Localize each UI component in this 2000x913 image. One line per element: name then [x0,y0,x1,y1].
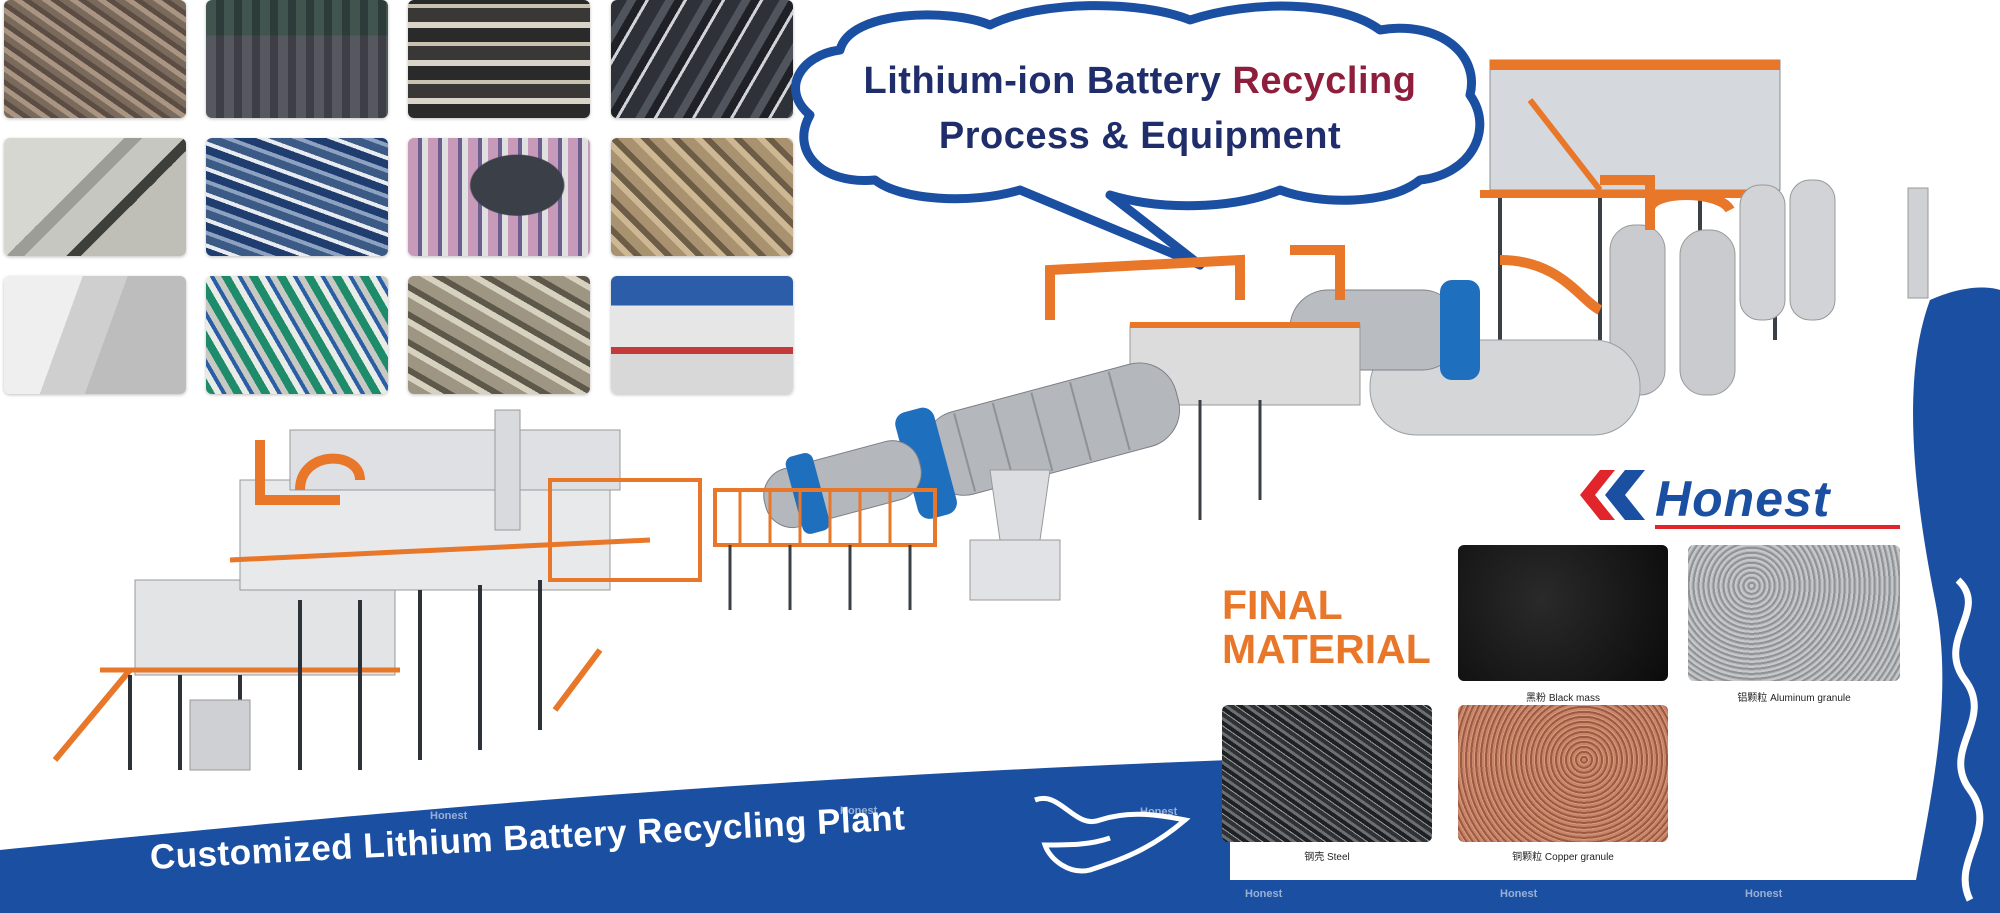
thumb-battery-cells [4,0,186,118]
thumb-battery-bales [206,0,388,118]
caption-copper-granule: 铜颗粒 Copper granule [1512,852,1614,863]
title-line-2: Process & Equipment [938,115,1342,157]
thumb-pouch-cells [611,0,793,118]
caption-black-mass: 黑粉 Black mass [1526,693,1600,704]
final-label-line2: MATERIAL [1222,626,1431,672]
thumb-mixed-cells [611,138,793,256]
thumb-ebike-battery [408,138,590,256]
logo-underline [1655,525,1900,529]
final-material-heading: FINAL MATERIAL [1222,583,1431,671]
material-steel [1222,705,1432,842]
thumb-laptop-batteries [408,0,590,118]
watermark: Honest [1245,888,1283,900]
honest-logo-icon [1580,470,1645,520]
thumb-ev-pack [611,276,793,394]
thumb-phone-batteries [206,276,388,394]
speech-bubble [791,1,1485,270]
final-label-line1: FINAL [1222,582,1343,628]
plant-structures [52,59,1929,771]
material-black-mass [1458,545,1668,681]
caption-aluminum-granule: 铝颗粒 Aluminum granule [1737,693,1851,704]
material-copper-granule [1458,705,1668,842]
thumb-battery-module [4,138,186,256]
brand-logo-text: Honest [1655,471,1831,527]
title-part-battery: Lithium-ion Battery [863,60,1222,102]
thumb-bagged-waste [4,276,186,394]
thumb-shredded-cells [408,276,590,394]
thumb-ev-battery-rows [206,138,388,256]
watermark: Honest [1745,888,1783,900]
watermark: Honest [430,810,468,822]
watermark: Honest [1500,888,1538,900]
material-aluminum-granule [1688,545,1900,681]
watermark: Honest [1140,806,1178,818]
watermark: Honest [840,805,878,817]
caption-steel: 钢壳 Steel [1304,852,1350,863]
title-line-1: Lithium-ion Battery Recycling [820,60,1460,103]
title-part-recycling: Recycling [1232,60,1417,102]
